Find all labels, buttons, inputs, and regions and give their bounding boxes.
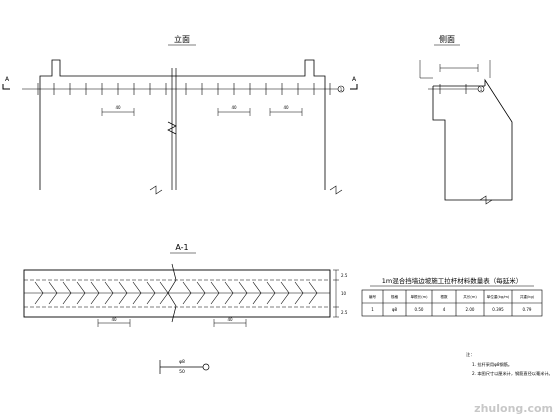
elevation-dim-1: 40 <box>115 105 121 110</box>
table-header-row: 编号 规格 单根长(m) 根数 共长(m) 单位重(kg/m) 共重(kg) <box>369 294 535 299</box>
notes-heading: 注： <box>466 351 474 358</box>
cut-mark-left: A <box>5 76 10 83</box>
elevation-dim-3: 40 <box>283 105 289 110</box>
material-table: 1m混合挡墙边坡施工拉杆材料数量表（每延米） 编号 规格 单根长(m) 根数 共… <box>361 276 543 317</box>
elevation-view: 立面 1 A A <box>2 34 358 195</box>
section-chevrons-right <box>182 281 318 305</box>
table-cell: 2.00 <box>466 307 475 312</box>
elevation-circle-mark <box>337 85 345 93</box>
side-circle-label: 1 <box>480 87 483 92</box>
table-cell: φ8 <box>392 307 398 312</box>
section-dim-bottom: 2.5 <box>341 310 348 315</box>
elevation-dim-2: 40 <box>231 105 237 110</box>
section-a1-view: A-1 <box>23 243 348 327</box>
detail-length-label: 50 <box>179 369 185 375</box>
table-row: 1 φ8 0.50 4 2.00 0.395 0.79 <box>371 307 532 312</box>
section-dim-bottom-1: 40 <box>111 317 117 322</box>
table-cell: 0.50 <box>415 307 424 312</box>
table-cell: 0.395 <box>492 307 504 312</box>
notes: 注： 1. 拉杆采用φ8钢筋。 2. 本图尺寸以厘米计，钢筋直径以毫米计。 <box>466 351 553 377</box>
table-header-cell: 共重(kg) <box>520 294 535 299</box>
section-chevrons-left <box>34 281 169 305</box>
section-dim-bottom-2: 40 <box>227 317 233 322</box>
side-view: 侧面 1 <box>419 34 513 205</box>
elevation-dimensions <box>101 108 303 116</box>
detail-circle-mark <box>202 363 210 371</box>
table-header-cell: 规格 <box>391 294 399 299</box>
table-cell: 4 <box>443 307 446 312</box>
elevation-title: 立面 <box>174 34 190 44</box>
section-side-dims <box>333 269 339 318</box>
section-dim-mid: 10 <box>341 291 347 296</box>
elevation-ticks-left <box>37 83 167 95</box>
table-header-cell: 编号 <box>369 294 377 299</box>
watermark: zhulong.com <box>474 402 553 415</box>
elevation-ticks-right <box>185 83 331 95</box>
note-line-1: 1. 拉杆采用φ8钢筋。 <box>472 361 512 368</box>
detail-rebar-label: φ8 <box>179 359 185 365</box>
elevation-circle-label: 1 <box>340 87 343 92</box>
side-title: 侧面 <box>439 34 455 44</box>
table-cell: 1 <box>371 307 374 312</box>
section-bottom-dims <box>97 319 247 327</box>
elevation-outline <box>39 59 326 190</box>
note-line-2: 2. 本图尺寸以厘米计，钢筋直径以毫米计。 <box>472 370 553 377</box>
table-header-cell: 单根长(m) <box>410 294 428 299</box>
table-cell: 0.79 <box>523 307 532 312</box>
side-circle-mark <box>477 85 485 93</box>
table-header-cell: 单位重(kg/m) <box>487 294 510 299</box>
side-outline <box>432 78 513 201</box>
section-outline <box>23 269 331 318</box>
table-title: 1m混合挡墙边坡施工拉杆材料数量表（每延米） <box>382 276 522 285</box>
table-header-cell: 共长(m) <box>463 294 477 299</box>
section-dim-top: 2.5 <box>341 273 348 278</box>
section-title: A-1 <box>175 243 188 252</box>
rebar-detail: φ8 50 <box>159 359 210 375</box>
table-header-cell: 根数 <box>440 294 448 299</box>
cut-mark-right: A <box>352 76 357 83</box>
